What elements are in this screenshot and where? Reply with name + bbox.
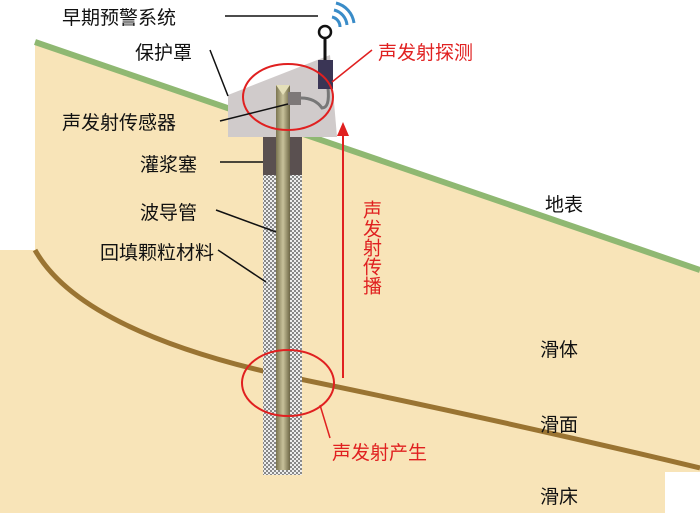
red-leader-lines (319, 49, 373, 439)
waveguide-pipe (276, 85, 290, 470)
ground-surface-line (34, 39, 700, 273)
label-waveguide: 波导管 (140, 202, 198, 224)
label-ae-sensor: 声发射传感器 (62, 112, 177, 134)
label-shelter: 保护罩 (135, 42, 193, 64)
label-ae-detection: 声发射探测 (378, 42, 474, 64)
detection-ellipse (242, 63, 334, 131)
label-backfill: 回填颗粒材料 (100, 242, 215, 264)
label-sliding-body: 滑体 (540, 339, 579, 361)
label-grout-plug: 灌浆塞 (140, 154, 198, 176)
label-ae-generation: 声发射产生 (332, 442, 428, 464)
propagation-arrowhead (337, 122, 349, 136)
ae-sensor (288, 92, 301, 105)
antenna-icon (317, 24, 333, 40)
sensor-cable (300, 87, 330, 110)
label-ae-propagation: 声发射传播 (360, 200, 382, 295)
pipe-tip (276, 85, 290, 95)
label-sliding-bed: 滑床 (540, 486, 579, 508)
label-early-warning: 早期预警系统 (62, 7, 177, 29)
leader-lines (209, 15, 318, 283)
wifi-signal-icon (331, 1, 356, 28)
generation-ellipse (241, 349, 335, 417)
label-slip-surface: 滑面 (540, 414, 579, 436)
soil-body (0, 42, 700, 513)
label-ground-surface: 地表 (545, 194, 584, 216)
